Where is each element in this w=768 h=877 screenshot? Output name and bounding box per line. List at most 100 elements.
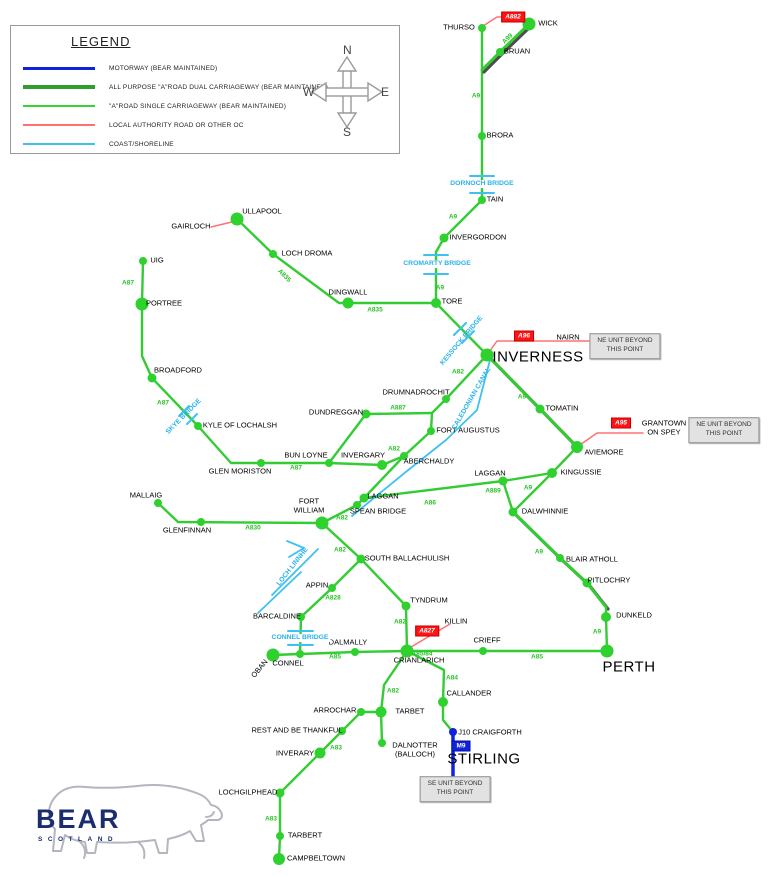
road-a86-west xyxy=(362,479,505,500)
place-label-drumnadrochit: DRUMNADROCHIT xyxy=(382,387,450,397)
legend-item-label: ALL PURPOSE "A"ROAD DUAL CARRIAGEWAY (BE… xyxy=(109,83,329,91)
map-node xyxy=(498,476,508,486)
road-label-a83: A83 xyxy=(330,744,342,752)
compass-east-label: E xyxy=(381,85,390,99)
map-node xyxy=(442,395,450,403)
road-a889 xyxy=(501,479,515,514)
road-label-a86: A86 xyxy=(424,499,436,507)
unit-boundary-box: NE UNIT BEYOND THIS POINT xyxy=(589,333,661,359)
road-a85-west xyxy=(271,649,409,657)
map-node xyxy=(338,727,346,735)
map-node xyxy=(601,612,611,622)
map-node xyxy=(431,298,441,308)
logo-brand-text: BEAR xyxy=(36,804,121,834)
map-node xyxy=(314,747,326,759)
map-node xyxy=(438,697,448,707)
map-node xyxy=(357,708,365,716)
place-label-uig: UIG xyxy=(150,255,164,265)
place-label-bun-loyne: BUN LOYNE xyxy=(284,450,328,460)
place-label-lochgilphead: LOCHGILPHEAD xyxy=(218,787,278,797)
legend-item-label: LOCAL AUTHORITY ROAD OR OTHER OC xyxy=(109,121,244,129)
place-label-blair-atholl: BLAIR ATHOLL xyxy=(566,554,618,564)
road-a9-dalwhinnie-dunkeld xyxy=(511,510,608,609)
map-node xyxy=(449,728,457,736)
map-node xyxy=(276,832,284,840)
bridge-tick-skye-1 xyxy=(178,405,190,417)
map-node xyxy=(273,853,285,865)
map-node xyxy=(478,132,486,140)
place-label-barcaldine: BARCALDINE xyxy=(253,611,301,621)
place-label-dalnotter-balloch: DALNOTTER (BALLOCH) xyxy=(392,740,438,758)
map-node xyxy=(479,647,487,655)
place-label-arrochar: ARROCHAR xyxy=(313,705,357,715)
place-label-mallaig: MALLAIG xyxy=(129,490,163,500)
place-label-thurso: THURSO xyxy=(443,22,475,32)
bridge-tick-skye-2 xyxy=(186,413,198,425)
road-label-a83: A83 xyxy=(265,815,277,823)
road-a82-fortwilliam-crianlarich xyxy=(320,521,409,653)
legend-item: LOCAL AUTHORITY ROAD OR OTHER OC xyxy=(23,119,244,131)
place-label-bruan: BRUAN xyxy=(503,46,531,56)
road-label-a9: A9 xyxy=(471,92,481,100)
compass-north-label: N xyxy=(343,43,352,57)
place-label-aviemore: AVIEMORE xyxy=(584,447,624,457)
place-label-pitlochry: PITLOCHRY xyxy=(587,575,631,585)
place-label-glen-moriston: GLEN MORISTON xyxy=(208,466,272,476)
shoreline-loch-linnhe-arrow xyxy=(286,540,305,558)
map-node xyxy=(478,24,486,32)
map-node xyxy=(275,788,285,798)
legend-line-swatch xyxy=(23,124,95,126)
road-label-a82: A82 xyxy=(452,368,464,376)
map-node xyxy=(197,518,205,526)
route-badge-a882: A882 xyxy=(501,11,525,23)
legend-item-label: "A"ROAD SINGLE CARRIAGEWAY (BEAR MAINTAI… xyxy=(109,102,287,110)
logo-sub-text: SCOTLAND xyxy=(38,836,119,843)
route-badge-m9: M9 xyxy=(451,740,471,752)
place-label-laggan: LAGGAN xyxy=(474,468,506,478)
compass-rose: N E S W xyxy=(303,43,390,139)
map-node xyxy=(375,706,387,718)
map-node xyxy=(556,554,564,562)
place-label-ullapool: ULLAPOOL xyxy=(242,206,282,216)
place-label-crieff: CRIEFF xyxy=(473,635,501,645)
place-label-tore: TORE xyxy=(441,296,463,306)
map-node xyxy=(535,404,545,414)
place-label-tyndrum: TYNDRUM xyxy=(410,595,448,605)
map-node xyxy=(194,422,202,430)
compass-west-label: W xyxy=(303,85,315,99)
map-node xyxy=(328,584,336,592)
map-node xyxy=(230,212,244,226)
polar-bear-icon xyxy=(48,784,223,859)
compass-arrows-icon xyxy=(310,55,384,129)
place-label-invergordon: INVERGORDON xyxy=(449,232,507,242)
place-label-appin: APPIN xyxy=(305,580,329,590)
road-label-a9: A9 xyxy=(534,548,544,556)
road-label-a889: A889 xyxy=(485,487,501,495)
place-label-dunkeld: DUNKELD xyxy=(616,610,652,620)
road-a9-inverness-aviemore xyxy=(485,353,579,449)
map-node xyxy=(315,516,329,530)
map-node xyxy=(427,427,435,435)
place-label-brora: BRORA xyxy=(486,130,514,140)
bear-scotland-logo: BEAR SCOTLAND xyxy=(18,778,238,873)
road-a95-local xyxy=(576,432,644,448)
place-label-tain: TAIN xyxy=(486,194,504,204)
route-badge-a827: A827 xyxy=(415,625,439,637)
place-label-spean-bridge: SPEAN BRIDGE xyxy=(349,506,407,516)
road-a830 xyxy=(156,501,324,525)
route-badge-a95: A95 xyxy=(611,417,631,429)
place-label-rest-and-be-thankful: REST AND BE THANKFUL xyxy=(251,725,343,735)
bridge-tick-kessock-1 xyxy=(453,322,467,336)
map-node xyxy=(480,348,494,362)
road-label-a85-84: A85/84 xyxy=(411,650,433,658)
map-node xyxy=(297,613,305,621)
place-label-tomatin: TOMATIN xyxy=(545,403,579,413)
water-label-cromarty-bridge: CROMARTY BRIDGE xyxy=(401,260,473,268)
road-label-a9: A9 xyxy=(592,628,602,636)
road-a9-aviemore-dalwhinnie xyxy=(511,445,579,514)
place-label-south-ballachulish: SOUTH BALLACHULISH xyxy=(364,553,450,563)
map-node xyxy=(135,297,149,311)
road-label-a82: A82 xyxy=(336,514,348,522)
place-label-j10-craigforth: J10 CRAIGFORTH xyxy=(458,727,522,737)
